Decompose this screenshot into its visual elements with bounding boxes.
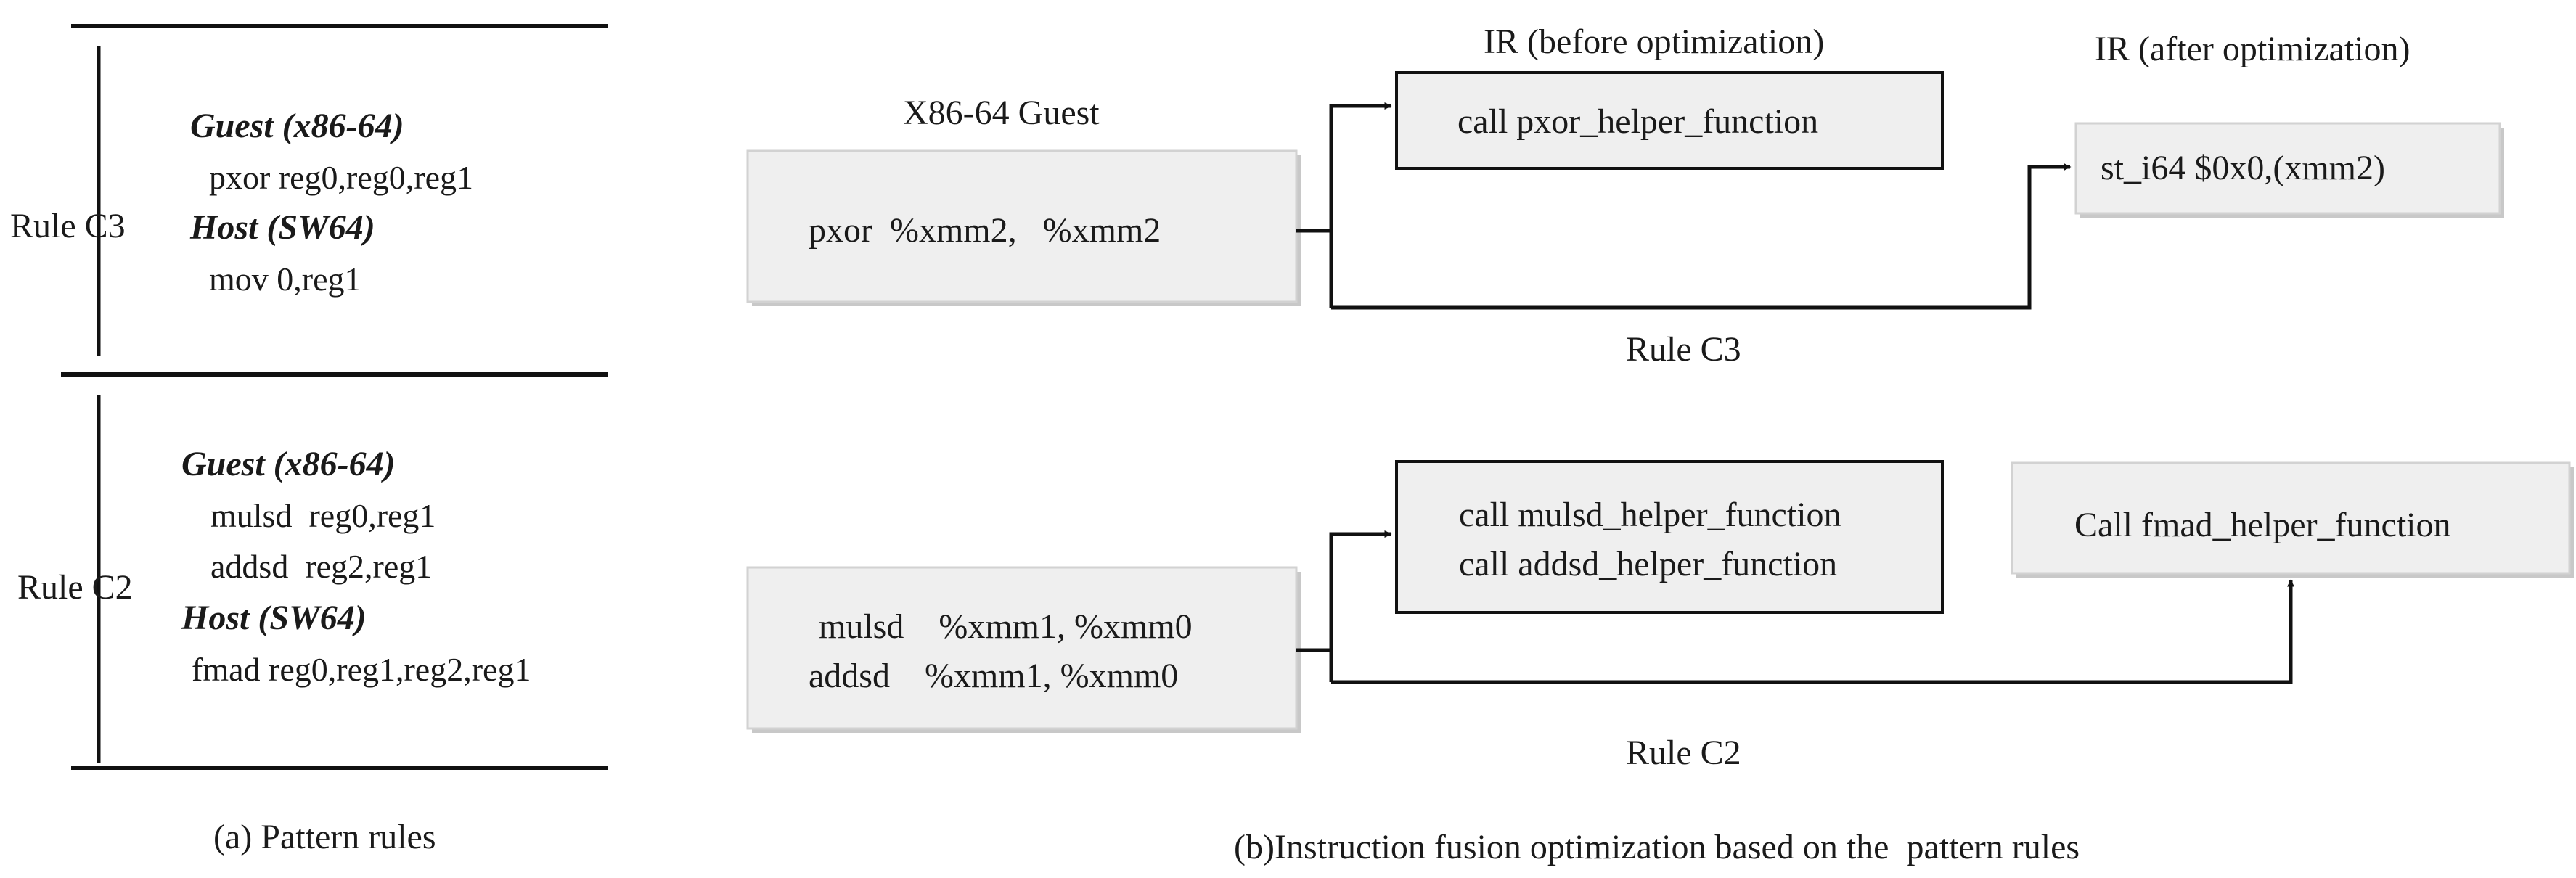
c2-ir-after-box xyxy=(2011,461,2571,575)
c3-guest-box xyxy=(746,149,1298,303)
rule-c2-guest-code-2: addsd reg2,reg1 xyxy=(210,548,433,585)
c3-ir-after-text: st_i64 $0x0,(xmm2) xyxy=(2101,149,2385,187)
ir-after-column-title: IR (after optimization) xyxy=(2095,30,2411,68)
rule-c2-guest-code-1: mulsd reg0,reg1 xyxy=(210,497,436,534)
c3-guest-code: pxor %xmm2, %xmm2 xyxy=(809,211,1161,250)
c2-ir-before-text-1: call mulsd_helper_function xyxy=(1459,496,1841,534)
rule-c2-host-code: fmad reg0,reg1,reg2,reg1 xyxy=(192,651,531,688)
c2-guest-box xyxy=(746,566,1298,730)
c2-rule-label: Rule C2 xyxy=(1626,734,1741,772)
guest-column-title: X86-64 Guest xyxy=(903,94,1100,132)
c2-ir-before-text-2: call addsd_helper_function xyxy=(1459,545,1838,583)
c2-guest-code-1: mulsd %xmm1, %xmm0 xyxy=(819,607,1193,646)
c2-ir-before-box xyxy=(1395,460,1944,614)
rule-c3-label: Rule C3 xyxy=(10,207,126,245)
rule-c2-label: Rule C2 xyxy=(17,568,133,607)
panel-b-caption: (b)Instruction fusion optimization based… xyxy=(1234,828,2080,866)
rule-c3-guest-code: pxor reg0,reg0,reg1 xyxy=(209,159,474,196)
rule-c2-host-heading: Host (SW64) xyxy=(181,599,367,637)
rule-c3-host-code: mov 0,reg1 xyxy=(209,260,361,298)
c3-rule-label: Rule C3 xyxy=(1626,330,1741,369)
c2-arrow-to-ir-before xyxy=(1329,530,1392,682)
c3-ir-before-text: call pxor_helper_function xyxy=(1457,102,1819,141)
c3-arrow-to-ir-after xyxy=(1331,163,2072,310)
rule-c3-guest-heading: Guest (x86-64) xyxy=(190,107,404,145)
c3-ir-before-box xyxy=(1395,71,1944,170)
panel-a-caption: (a) Pattern rules xyxy=(213,818,436,856)
c2-guest-code-2: addsd %xmm1, %xmm0 xyxy=(809,657,1179,695)
c3-ir-after-box xyxy=(2074,122,2501,215)
c2-ir-after-text: Call fmad_helper_function xyxy=(2074,506,2451,544)
c3-arrow-to-ir-before xyxy=(1329,102,1392,308)
rule-c2-guest-heading: Guest (x86-64) xyxy=(181,445,396,483)
c2-arrow-to-ir-after xyxy=(1331,579,2294,684)
ir-before-column-title: IR (before optimization) xyxy=(1484,22,1825,61)
rule-c3-host-heading: Host (SW64) xyxy=(190,208,375,247)
